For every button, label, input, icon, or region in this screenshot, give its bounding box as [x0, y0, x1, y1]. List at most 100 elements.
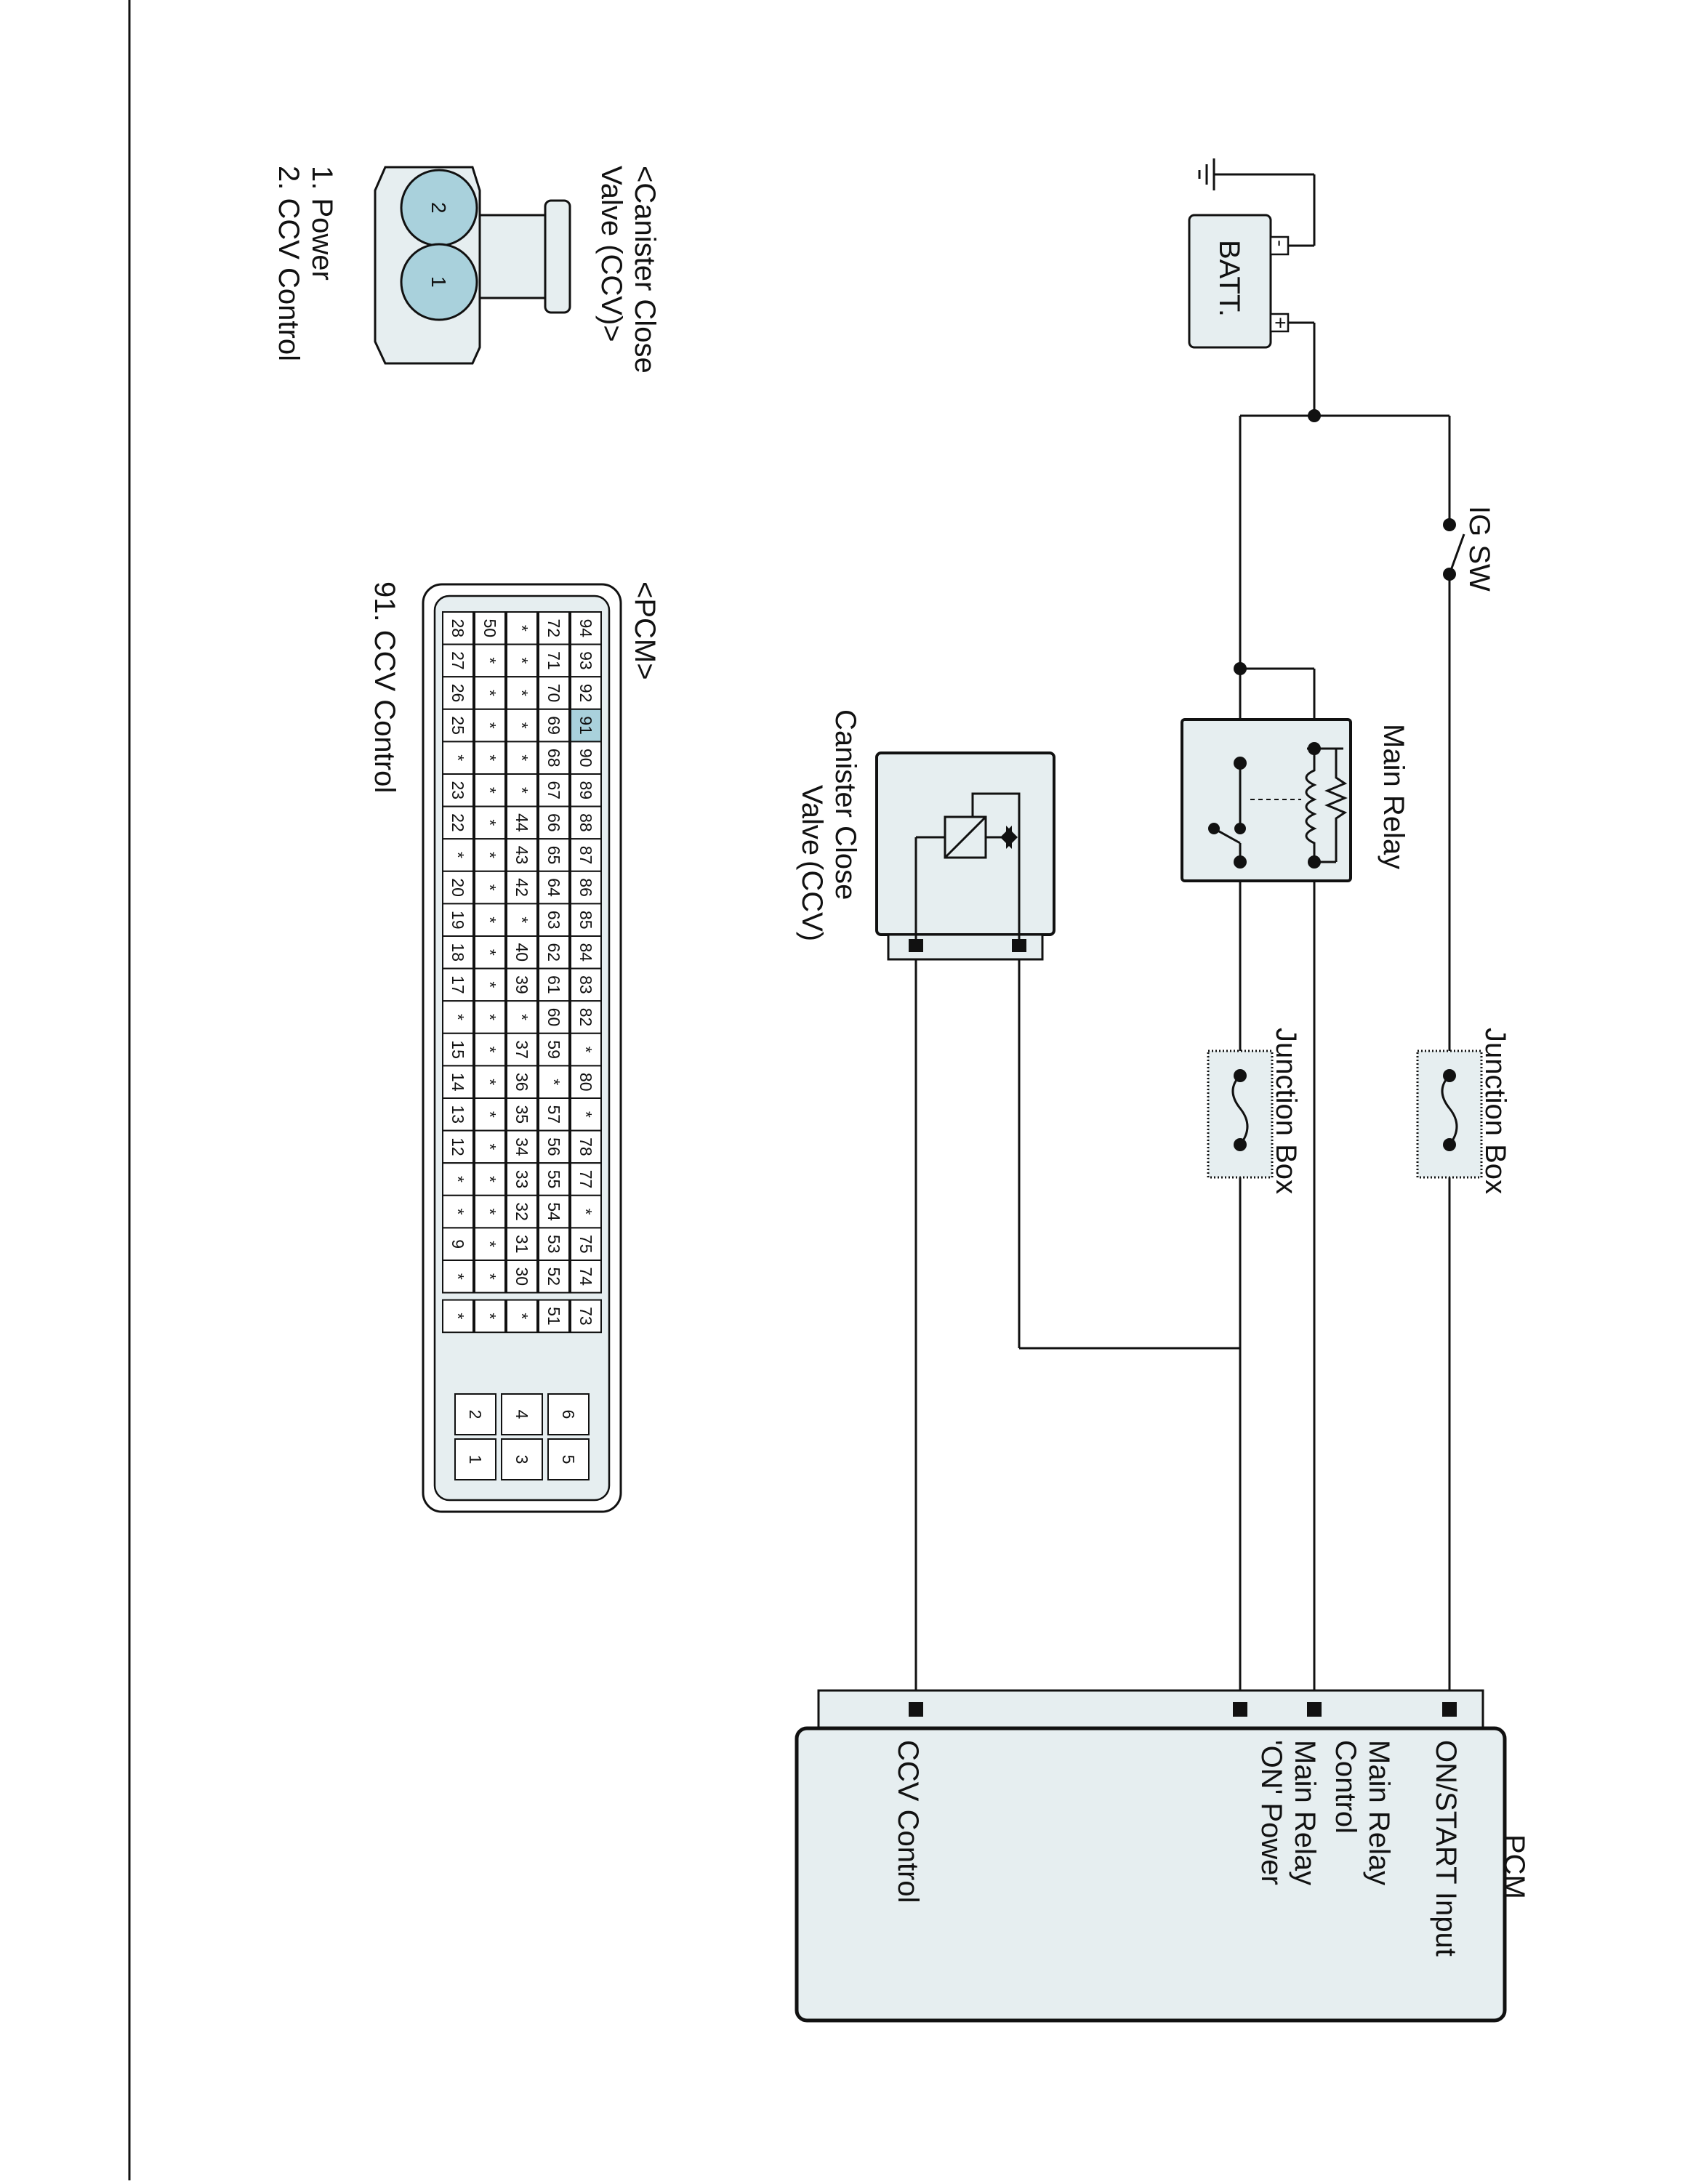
pcm-pin-on-start: ON/START Input	[1430, 1740, 1462, 1957]
pcm-pin-label: *	[449, 1209, 467, 1215]
ground-icon	[1198, 158, 1215, 190]
pcm-pin-cell	[570, 773, 602, 807]
pcm-pin-ccv-control: CCV Control	[892, 1740, 924, 1903]
pcm-module: PCM ON/START Input Main Relay Control Ma…	[795, 1689, 1530, 2023]
pcm-pin-cell	[538, 1162, 570, 1196]
pcm-aux-pin-cell	[454, 1438, 496, 1480]
pcm-pin-cell	[442, 773, 474, 807]
pcm-pin-label: *	[480, 657, 499, 664]
pcm-pin-label: 70	[544, 684, 563, 703]
pcm-aux-pin-label: 4	[512, 1410, 531, 1419]
pcm-pin-cell	[506, 870, 538, 905]
pcm-pin-cell	[570, 643, 602, 678]
pcm-pin-label: 89	[576, 781, 595, 800]
pcm-pin-cell	[442, 805, 474, 840]
ccv-pin-desc-1: 1. Power	[306, 166, 338, 281]
pcm-pin-cell	[538, 741, 570, 775]
pcm-connector-note: 91. CCV Control	[369, 581, 401, 793]
ccv-pin-1-num: 1	[427, 276, 450, 288]
pcm-pin-label: *	[576, 1111, 595, 1118]
pcm-pin-label: 35	[512, 1105, 531, 1124]
pcm-pin-cell	[506, 708, 538, 743]
pcm-pin-label: 25	[449, 716, 467, 735]
ig-switch-label: IG SW	[1463, 506, 1495, 592]
pcm-pin-cell	[474, 643, 506, 678]
pcm-pin-label: 63	[544, 911, 563, 930]
pcm-pin-cell	[538, 935, 570, 970]
pcm-pin-cell	[538, 903, 570, 938]
ccv-connector-title-2: Valve (CCV)>	[595, 166, 627, 342]
pcm-pin-cell	[570, 805, 602, 840]
ccv-component: Canister Close Valve (CCV)	[796, 709, 1055, 961]
pcm-pin-label: 12	[449, 1137, 467, 1156]
pcm-pin-label: 85	[576, 911, 595, 930]
pcm-pin-label: 50	[480, 619, 499, 638]
pcm-pin-cell	[474, 611, 506, 645]
pcm-pin-label: 92	[576, 684, 595, 703]
pcm-pin-label: 65	[544, 846, 563, 865]
ccv-pin-1	[400, 243, 478, 321]
pcm-pin-label: 83	[576, 975, 595, 994]
pcm-pin-label: *	[480, 1313, 499, 1319]
pcm-pin-label: 68	[544, 749, 563, 767]
pcm-pin-label: *	[576, 1209, 595, 1215]
pcm-pin-label: *	[512, 657, 531, 664]
pcm-pin-cell	[538, 1260, 570, 1294]
pcm-pin-cell	[442, 611, 474, 645]
pcm-aux-pin-cell	[454, 1393, 496, 1435]
pcm-pin-label: 51	[544, 1307, 563, 1326]
pcm-pin-label: *	[576, 1047, 595, 1053]
pcm-pin-label: *	[512, 787, 531, 794]
pcm-pin-cell	[570, 1194, 602, 1229]
pcm-pin-label: 56	[544, 1137, 563, 1156]
pcm-pin-cell	[570, 1299, 602, 1334]
pcm-pin-label: *	[480, 1111, 499, 1118]
pcm-aux-pin-label: 5	[559, 1455, 578, 1464]
pcm-pin-cell	[474, 838, 506, 872]
pcm-aux-pin-label: 6	[559, 1410, 578, 1419]
pcm-pin-cell	[570, 903, 602, 938]
ccv-pin-desc-2: 2. CCV Control	[273, 166, 305, 361]
pcm-pin-label: 87	[576, 846, 595, 865]
pcm-pin-cell	[474, 1162, 506, 1196]
pcm-pin-label: 66	[544, 813, 563, 832]
pcm-pin-label: *	[480, 1014, 499, 1020]
pcm-pin-label: 52	[544, 1268, 563, 1286]
pcm-pin-label: *	[480, 885, 499, 891]
pcm-pin-cell	[506, 1299, 538, 1334]
pcm-pin-label: 55	[544, 1170, 563, 1189]
pcm-pin-relay-power-1: Main Relay	[1289, 1740, 1321, 1885]
pcm-pin-label: 23	[449, 781, 467, 800]
pcm-pin-cell	[442, 1129, 474, 1164]
pcm-pin-label: 91	[576, 716, 595, 735]
pcm-pin-cell	[506, 741, 538, 775]
pcm-pin-label: 44	[512, 813, 531, 832]
pcm-pin-label: *	[512, 754, 531, 761]
ccv-label-line-3: (CCV)	[796, 861, 828, 941]
pcm-pin-cell	[570, 1129, 602, 1164]
pcm-pin-label: *	[449, 1313, 467, 1319]
pcm-pin-label: 67	[544, 781, 563, 800]
junction-box-1-label: Junction Box	[1479, 1028, 1511, 1194]
pcm-pin-cell	[570, 1097, 602, 1132]
pcm-pin-cell	[506, 611, 538, 645]
pcm-pin-cell	[506, 935, 538, 970]
pcm-pin-label: 64	[544, 878, 563, 897]
pcm-pin-label: *	[449, 754, 467, 761]
pcm-pin-cell	[506, 967, 538, 1002]
pcm-pin-cell	[538, 643, 570, 678]
pcm-pin-cell	[506, 1162, 538, 1196]
pcm-pin-label: 86	[576, 878, 595, 897]
pcm-pin-label: 30	[512, 1268, 531, 1286]
pcm-pin-cell	[442, 1032, 474, 1067]
pcm-pin-label: 37	[512, 1040, 531, 1059]
pcm-pin-label: *	[480, 981, 499, 988]
pcm-pin-cell	[506, 1129, 538, 1164]
junction-box-1: Junction Box	[1416, 1028, 1511, 1194]
pcm-pin-label: 9	[449, 1239, 467, 1249]
pcm-pin-label: 61	[544, 975, 563, 994]
pcm-pin-label: 19	[449, 911, 467, 930]
pcm-pin-label: 42	[512, 878, 531, 897]
